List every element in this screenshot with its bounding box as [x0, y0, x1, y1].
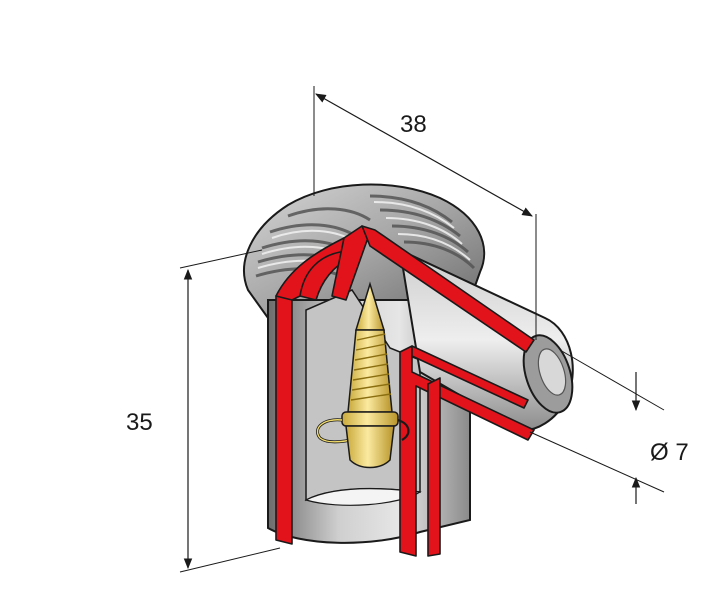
dimension-length: 38: [313, 86, 537, 340]
dimension-length-label: 38: [400, 111, 427, 138]
dimension-diameter: Ø 7: [529, 349, 689, 504]
dimension-height-label: 35: [126, 409, 153, 436]
dimension-height: 35: [126, 249, 281, 573]
red-cross-section: [275, 225, 535, 557]
brass-contact: [316, 281, 410, 469]
dimension-diameter-label: Ø 7: [650, 439, 689, 466]
